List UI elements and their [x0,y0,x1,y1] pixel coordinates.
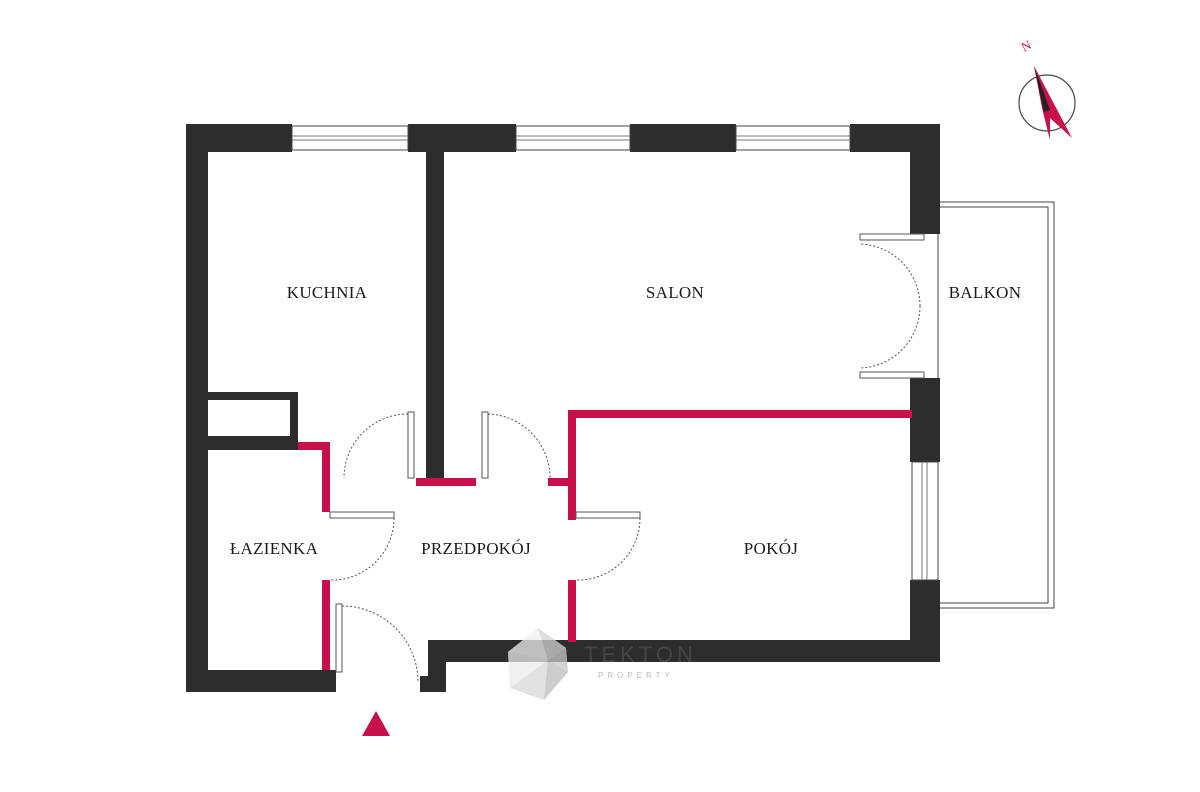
structural-walls [186,124,940,692]
windows [291,125,939,581]
brand-subtitle: PROPERTY [598,671,674,680]
entrance-marker-icon [362,711,390,736]
doors [329,233,925,683]
room-label-hall: PRZEDPOKÓJ [421,539,531,558]
brand-logo: TEKTON PROPERTY [508,628,697,700]
room-label-kitchen: KUCHNIA [287,283,368,302]
room-label-room: POKÓJ [744,539,798,558]
partition-walls [298,410,912,670]
brand-name: TEKTON [584,642,697,667]
room-label-bathroom: ŁAZIENKA [230,539,319,558]
room-label-balcony: BALKON [949,283,1022,302]
brand-logo-icon [508,628,568,700]
compass-icon: N [1018,37,1076,140]
room-label-living: SALON [646,283,704,302]
compass-north-label: N [1019,37,1035,55]
balcony-outline [937,201,1055,609]
